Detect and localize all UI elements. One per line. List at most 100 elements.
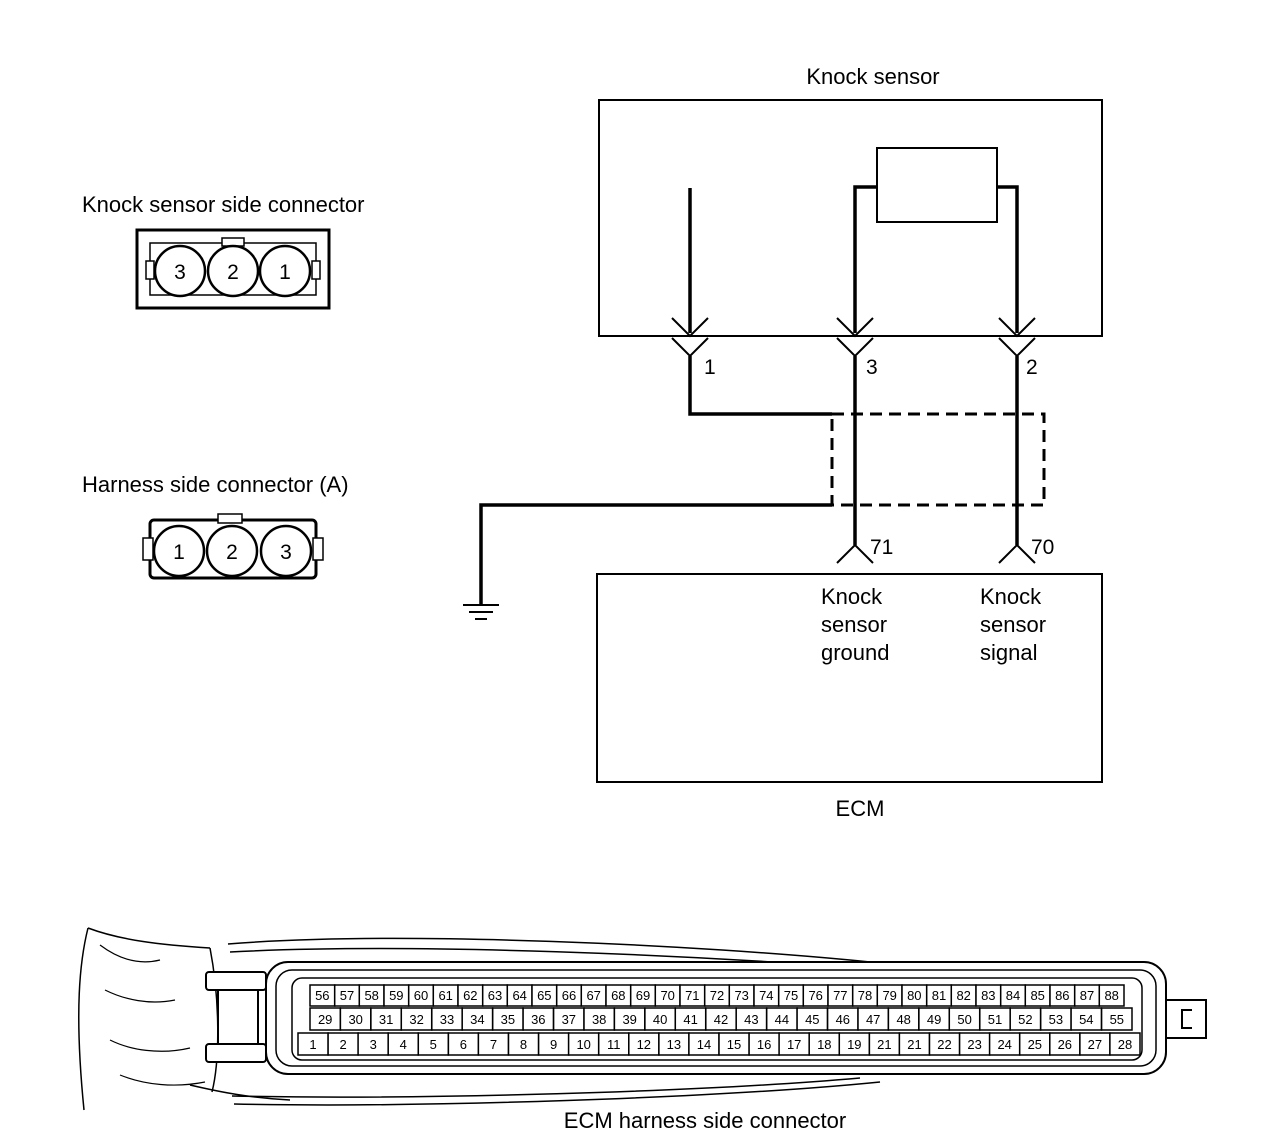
harness-side-connector-title: Harness side connector (A) xyxy=(82,472,349,497)
ecm-pin-number: 5 xyxy=(430,1037,437,1052)
ecm-pin-number: 15 xyxy=(727,1037,741,1052)
sensor-internal-wires xyxy=(688,185,1019,333)
ecm-pin-number: 35 xyxy=(501,1012,515,1027)
ecm-pin-number: 19 xyxy=(847,1037,861,1052)
ecm-pin-number: 29 xyxy=(318,1012,332,1027)
knock-side-pin-a: 3 xyxy=(174,261,186,284)
ecm-pin-number: 82 xyxy=(956,988,970,1003)
ecm-pin-number: 43 xyxy=(744,1012,758,1027)
harness-pin-a: 1 xyxy=(173,541,185,564)
harness-pin-c: 3 xyxy=(280,541,292,564)
ecm-pin-number: 57 xyxy=(340,988,354,1003)
ecm-pin-number: 75 xyxy=(784,988,798,1003)
sensor-pin-1-label: 1 xyxy=(704,356,716,379)
ecm-pin-number: 34 xyxy=(470,1012,484,1027)
ecm-pin-number: 84 xyxy=(1006,988,1020,1003)
ecm-pin-number: 64 xyxy=(512,988,526,1003)
ecm-pin-cell xyxy=(1109,1032,1141,1056)
ecm-pin-number: 72 xyxy=(710,988,724,1003)
ecm-pin-number: 71 xyxy=(685,988,699,1003)
ecm-pin-71-label: 71 xyxy=(870,536,893,559)
ecm-pin-number: 58 xyxy=(364,988,378,1003)
ecm-pin-number: 9 xyxy=(550,1037,557,1052)
ecm-pin-number: 36 xyxy=(531,1012,545,1027)
ecm-pin-number: 51 xyxy=(988,1012,1002,1027)
ecm-pin-number: 68 xyxy=(611,988,625,1003)
ecm-box xyxy=(596,573,1103,783)
ecm-pin-number: 81 xyxy=(932,988,946,1003)
ecm-pin-number: 25 xyxy=(1028,1037,1042,1052)
sensor-element xyxy=(876,147,998,223)
knock-side-connector-title: Knock sensor side connector xyxy=(82,192,365,217)
ecm-pin-number: 47 xyxy=(866,1012,880,1027)
ecm-connector-chevrons xyxy=(836,543,1036,564)
ecm-pin-number: 31 xyxy=(379,1012,393,1027)
ecm-pin-number: 10 xyxy=(576,1037,590,1052)
ecm-pin-number: 13 xyxy=(667,1037,681,1052)
ecm-pin-number: 23 xyxy=(967,1037,981,1052)
knock-side-connector: 3 2 1 xyxy=(135,228,331,310)
sensor-pin-2-label: 2 xyxy=(1026,356,1038,379)
ecm-pin-number: 11 xyxy=(607,1037,621,1052)
ecm-pin-number: 55 xyxy=(1110,1012,1124,1027)
ecm-pin-number: 63 xyxy=(488,988,502,1003)
ecm-pin-number: 38 xyxy=(592,1012,606,1027)
signal-label-line1: Knock xyxy=(980,584,1042,609)
knock-sensor-box xyxy=(598,99,1103,337)
ecm-pin-number: 85 xyxy=(1030,988,1044,1003)
ecm-pin-number: 27 xyxy=(1088,1037,1102,1052)
ecm-pin-number: 30 xyxy=(348,1012,362,1027)
ecm-pin-number: 32 xyxy=(409,1012,423,1027)
signal-label-line3: signal xyxy=(980,640,1037,665)
ecm-pin-number: 80 xyxy=(907,988,921,1003)
ecm-pin-number: 74 xyxy=(759,988,773,1003)
ecm-pin-number: 22 xyxy=(937,1037,951,1052)
ecm-pin-number: 28 xyxy=(1118,1037,1132,1052)
ecm-pin-number: 4 xyxy=(400,1037,407,1052)
knock-side-pin-b: 2 xyxy=(227,261,239,284)
ecm-pin-number: 65 xyxy=(537,988,551,1003)
ecm-pin-number: 16 xyxy=(757,1037,771,1052)
ecm-pin-number: 33 xyxy=(440,1012,454,1027)
ecm-pin-number: 39 xyxy=(622,1012,636,1027)
ground-label-line3: ground xyxy=(821,640,890,665)
shield-wire xyxy=(830,412,1046,507)
ecm-pin-number: 78 xyxy=(858,988,872,1003)
ecm-pin-number: 67 xyxy=(586,988,600,1003)
ecm-pin-number: 44 xyxy=(775,1012,789,1027)
ecm-title: ECM xyxy=(836,796,885,821)
ecm-pin-number: 70 xyxy=(660,988,674,1003)
ground-icon xyxy=(463,604,499,620)
ecm-pin-number: 69 xyxy=(636,988,650,1003)
ecm-pin-number: 52 xyxy=(1018,1012,1032,1027)
knock-sensor-title: Knock sensor xyxy=(806,64,939,89)
ecm-pin-number: 46 xyxy=(836,1012,850,1027)
ecm-pin-number: 37 xyxy=(562,1012,576,1027)
ecm-pin-number: 83 xyxy=(981,988,995,1003)
ecm-pin-number: 60 xyxy=(414,988,428,1003)
ground-label-line2: sensor xyxy=(821,612,887,637)
ecm-harness-connector-title: ECM harness side connector xyxy=(564,1108,846,1133)
ground-label-line1: Knock xyxy=(821,584,883,609)
ecm-pin-70-label: 70 xyxy=(1031,536,1054,559)
ecm-pin-number: 17 xyxy=(787,1037,801,1052)
ecm-pin-number: 56 xyxy=(315,988,329,1003)
ecm-pin-number: 42 xyxy=(714,1012,728,1027)
signal-label-line2: sensor xyxy=(980,612,1046,637)
ecm-pin-number: 3 xyxy=(370,1037,377,1052)
ecm-pin-number: 21 xyxy=(907,1037,921,1052)
ecm-pin-number: 7 xyxy=(490,1037,497,1052)
ecm-pin-cell xyxy=(1100,1007,1133,1031)
harness-side-connector: 1 2 3 xyxy=(142,513,324,580)
ecm-pin-number: 54 xyxy=(1079,1012,1093,1027)
ecm-pin-number: 53 xyxy=(1049,1012,1063,1027)
ecm-pin-number: 73 xyxy=(734,988,748,1003)
ecm-pin-number: 45 xyxy=(805,1012,819,1027)
ecm-pin-number: 76 xyxy=(808,988,822,1003)
ecm-pin-number: 21 xyxy=(877,1037,891,1052)
ecm-pin-number: 61 xyxy=(438,988,452,1003)
ecm-pin-number: 24 xyxy=(997,1037,1011,1052)
ecm-pin-number: 1 xyxy=(309,1037,316,1052)
